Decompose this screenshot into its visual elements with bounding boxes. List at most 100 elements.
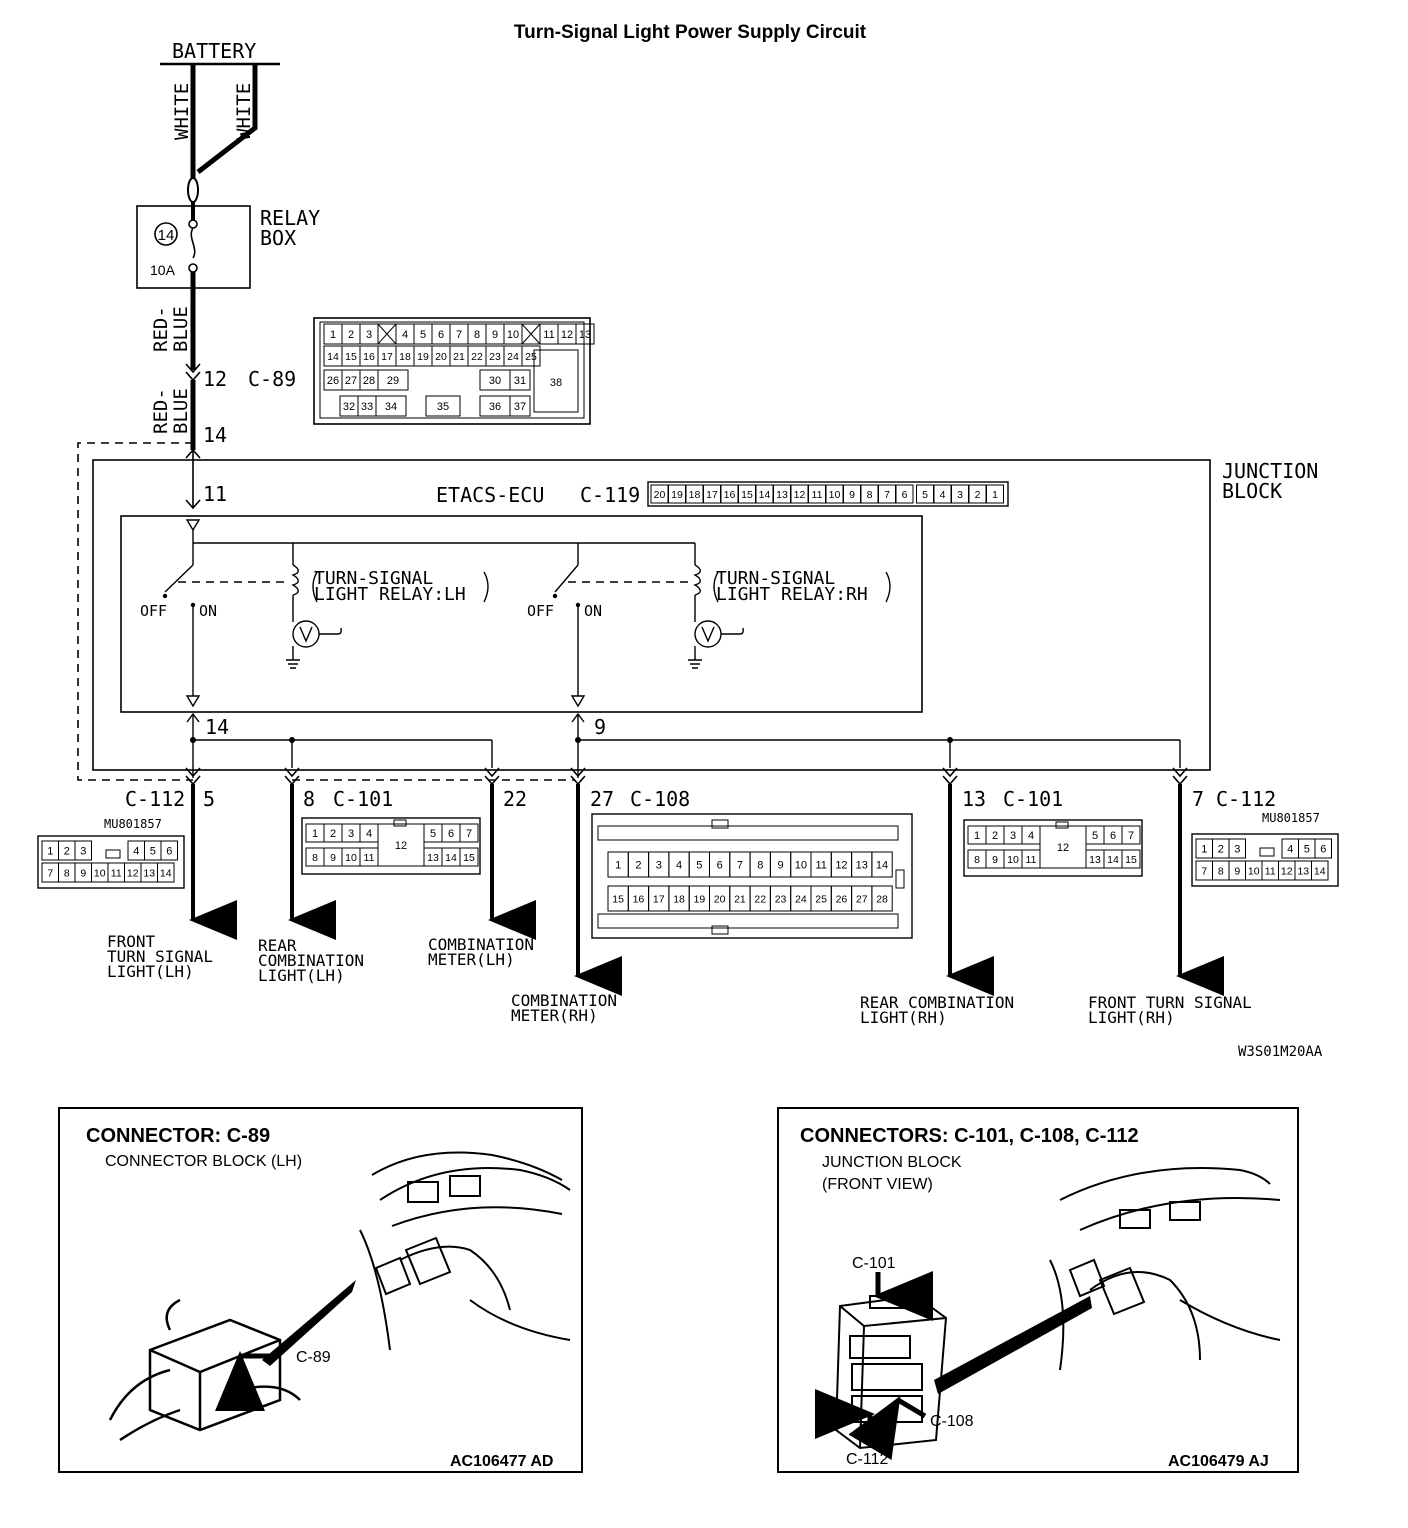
c89-pin: 23 [489, 351, 501, 363]
output-pin: 22 [503, 787, 527, 811]
c89-pin: 34 [385, 401, 397, 413]
c101-pin: 13 [1089, 854, 1101, 866]
wire-color-red-1: RED- [150, 306, 172, 352]
c112-pin: 5 [150, 845, 156, 857]
c89-pin: 16 [363, 351, 375, 363]
output-connector: C-101 [333, 787, 393, 811]
c119-pin: 5 [922, 489, 928, 501]
fuse-rating: 10A [150, 262, 176, 278]
c101-pin: 7 [466, 828, 472, 840]
output-destination-label: METER(RH) [511, 1006, 598, 1025]
ecu-pin-11: 11 [203, 482, 227, 506]
c89-pin: 33 [361, 401, 373, 413]
c108-pin: 7 [737, 859, 743, 871]
output-destination-label: TURN SIGNAL [107, 947, 213, 966]
c112-pin: 4 [1287, 843, 1293, 855]
c119-pin: 7 [884, 489, 890, 501]
c112-pin: 7 [47, 867, 53, 879]
c108-callout: C-108 [930, 1413, 974, 1430]
c101-pin: 13 [427, 852, 439, 864]
c119-pin: 12 [794, 489, 806, 501]
c89-pin-38: 38 [550, 377, 562, 389]
wire-color-red-2: RED- [150, 388, 172, 434]
c112-pin: 12 [1281, 865, 1293, 877]
c101-pin: 14 [1107, 854, 1119, 866]
rh-transistor [694, 620, 722, 648]
c119-pin: 20 [654, 489, 666, 501]
c101-pin: 2 [330, 828, 336, 840]
lh-switch-off: OFF [140, 602, 167, 620]
panel-right-code: AC106479 AJ [1168, 1453, 1269, 1470]
c101-pin: 4 [1028, 830, 1034, 842]
output-destination-label: FRONT [107, 932, 156, 951]
junction-block-border [92, 459, 1211, 771]
output-destination-label: LIGHT(RH) [1088, 1008, 1175, 1027]
c108-pin: 5 [696, 859, 702, 871]
c112-pin: 4 [133, 845, 139, 857]
c89-pin: 3 [366, 329, 372, 341]
c89-pin: 32 [343, 401, 355, 413]
pointer-wedge-left [262, 1280, 356, 1366]
output-connector: C-112 [1216, 787, 1276, 811]
c101-pin: 2 [992, 830, 998, 842]
output-connector: C-101 [1003, 787, 1063, 811]
c101-pin: 10 [345, 852, 357, 864]
c89-pin: 19 [417, 351, 429, 363]
c108-pin: 17 [653, 893, 665, 905]
shield-dashed [77, 442, 193, 781]
c119-pin: 19 [671, 489, 683, 501]
c108-pin: 27 [856, 893, 868, 905]
c108-pin: 12 [835, 859, 847, 871]
c89-pin: 27 [345, 375, 357, 387]
battery-label: BATTERY [172, 39, 256, 63]
c89-pin: 22 [471, 351, 483, 363]
c89-pin: 20 [435, 351, 447, 363]
c112-pin: 9 [1234, 865, 1240, 877]
c119-pin: 6 [902, 489, 908, 501]
c89-pin: 30 [489, 375, 501, 387]
wire-color-blue-2: BLUE [170, 388, 192, 434]
c101-pin: 12 [395, 840, 407, 852]
c89-pin: 31 [514, 375, 526, 387]
c89-pin: 9 [492, 329, 498, 341]
c108-pin: 20 [714, 893, 726, 905]
output-destination-label: COMBINATION [258, 951, 364, 970]
lh-switch-on: ON [199, 602, 217, 620]
c89-callout: C-89 [296, 1349, 331, 1366]
c108-pin: 28 [876, 893, 888, 905]
fuse-terminal-top [188, 219, 198, 229]
output-connector: C-108 [630, 787, 690, 811]
panel-right-subtitle-2: (FRONT VIEW) [822, 1176, 933, 1193]
c112-pin: 12 [127, 867, 139, 879]
c112-pin: 9 [80, 867, 86, 879]
c101-pin: 4 [366, 828, 372, 840]
c112-lh-name: C-112 [125, 787, 185, 811]
fuse-terminal-bottom [188, 263, 198, 273]
c101-pin: 11 [364, 852, 375, 864]
c108-pin: 8 [757, 859, 763, 871]
c101-pin: 14 [445, 852, 457, 864]
splice [187, 177, 199, 203]
lh-relay-switch: OFF ON TURN-SIGNAL LIGHT RELAY:LH [140, 543, 489, 708]
c119-pin: 2 [975, 489, 981, 501]
c112-pin: 2 [1218, 843, 1224, 855]
rh-ground [688, 659, 702, 669]
c108-pin: 13 [856, 859, 868, 871]
rh-relay-switch: OFF ON TURN-SIGNAL LIGHT RELAY:RH [527, 543, 891, 708]
relay-box-label-1: RELAY [260, 206, 320, 230]
c108-pin: 24 [795, 893, 807, 905]
c101-pin: 3 [348, 828, 354, 840]
panel-connectors-c101-c108-c112: CONNECTORS: C-101, C-108, C-112 JUNCTION… [777, 1107, 1299, 1473]
c101-pin: 5 [430, 828, 436, 840]
c89-pin: 17 [381, 351, 393, 363]
c89-pin: 1 [330, 329, 336, 341]
c108-pin: 21 [734, 893, 746, 905]
c119-pin: 8 [867, 489, 873, 501]
c108-pin: 23 [775, 893, 787, 905]
c112-pin: 6 [1320, 843, 1326, 855]
c101-pin: 3 [1010, 830, 1016, 842]
c89-pin: 25 [525, 351, 537, 363]
c89-pin: 37 [514, 401, 526, 413]
